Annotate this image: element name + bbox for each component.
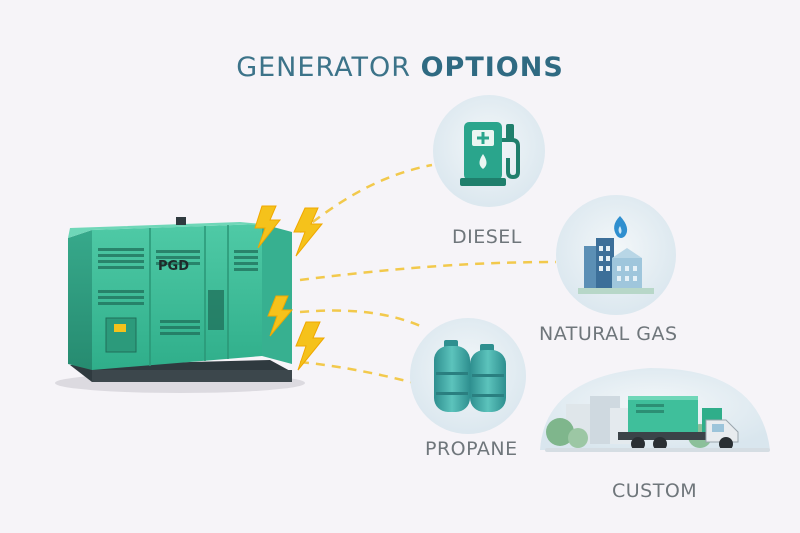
fuel-pump-icon <box>460 122 520 186</box>
label-propane: PROPANE <box>425 438 518 460</box>
lightning-icon <box>295 321 326 371</box>
label-diesel: DIESEL <box>452 226 522 248</box>
generator-control-panel <box>105 317 137 353</box>
line-diesel <box>299 163 433 233</box>
label-natural-gas: NATURAL GAS <box>539 323 678 345</box>
gas-building-icon <box>578 216 654 294</box>
flame-icon <box>614 216 628 238</box>
propane-option <box>410 318 526 434</box>
title-bold: OPTIONS <box>420 52 564 83</box>
lightning-icon <box>293 207 324 257</box>
natural-gas-option <box>556 195 676 315</box>
label-custom: CUSTOM <box>612 480 698 502</box>
lightning-bolts <box>254 205 326 371</box>
generator-unit: PGD <box>55 217 305 393</box>
page-title: GENERATOR OPTIONS <box>0 52 800 83</box>
custom-option <box>540 368 770 452</box>
generator-vents <box>98 248 258 335</box>
lightning-icon <box>254 205 282 249</box>
truck-generator-icon <box>545 396 770 452</box>
propane-tanks-icon <box>434 340 506 412</box>
title-light: GENERATOR <box>236 52 421 83</box>
line-natural-gas <box>299 260 557 282</box>
line-propane <box>299 309 426 330</box>
generator-brand: PGD <box>158 259 189 274</box>
connection-lines <box>299 163 557 386</box>
diesel-option <box>433 95 545 207</box>
lightning-icon <box>267 295 294 337</box>
line-custom <box>299 360 419 386</box>
